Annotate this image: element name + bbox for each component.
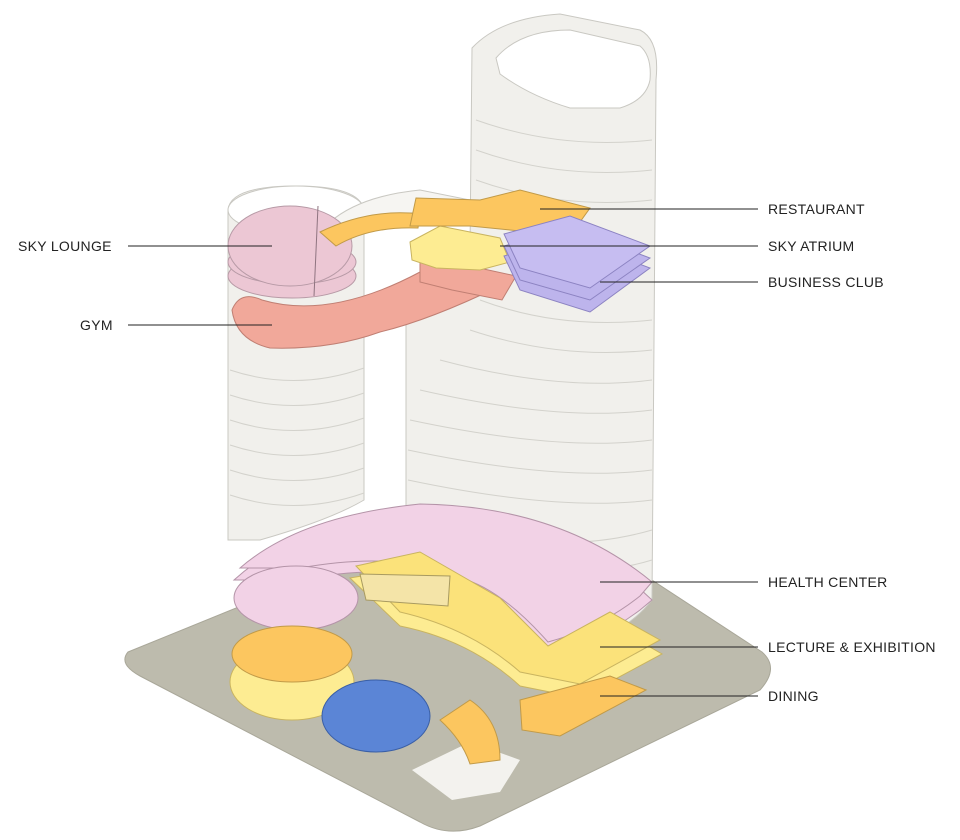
lecture-exhibition-floors xyxy=(348,551,664,699)
label-business-club: BUSINESS CLUB xyxy=(600,274,884,290)
dining-floors xyxy=(229,625,648,765)
sky-lounge-discs xyxy=(227,205,357,299)
svg-text:SKY LOUNGE: SKY LOUNGE xyxy=(18,238,112,254)
svg-text:SKY ATRIUM: SKY ATRIUM xyxy=(768,238,855,254)
svg-text:RESTAURANT: RESTAURANT xyxy=(768,201,865,217)
label-gym: GYM xyxy=(80,317,272,333)
pool xyxy=(321,679,431,753)
svg-text:DINING: DINING xyxy=(768,688,819,704)
label-sky-lounge: SKY LOUNGE xyxy=(18,238,272,254)
svg-text:LECTURE & EXHIBITION: LECTURE & EXHIBITION xyxy=(768,639,936,655)
svg-text:GYM: GYM xyxy=(80,317,113,333)
sky-atrium-floor xyxy=(409,225,511,271)
label-restaurant: RESTAURANT xyxy=(540,201,865,217)
label-lecture-exhibition: LECTURE & EXHIBITION xyxy=(600,639,936,655)
label-dining: DINING xyxy=(600,688,819,704)
svg-text:BUSINESS CLUB: BUSINESS CLUB xyxy=(768,274,884,290)
label-health-center: HEALTH CENTER xyxy=(600,574,888,590)
right-tower xyxy=(405,13,658,651)
svg-text:HEALTH CENTER: HEALTH CENTER xyxy=(768,574,888,590)
label-sky-atrium: SKY ATRIUM xyxy=(500,238,855,254)
gym-ring xyxy=(231,271,502,349)
